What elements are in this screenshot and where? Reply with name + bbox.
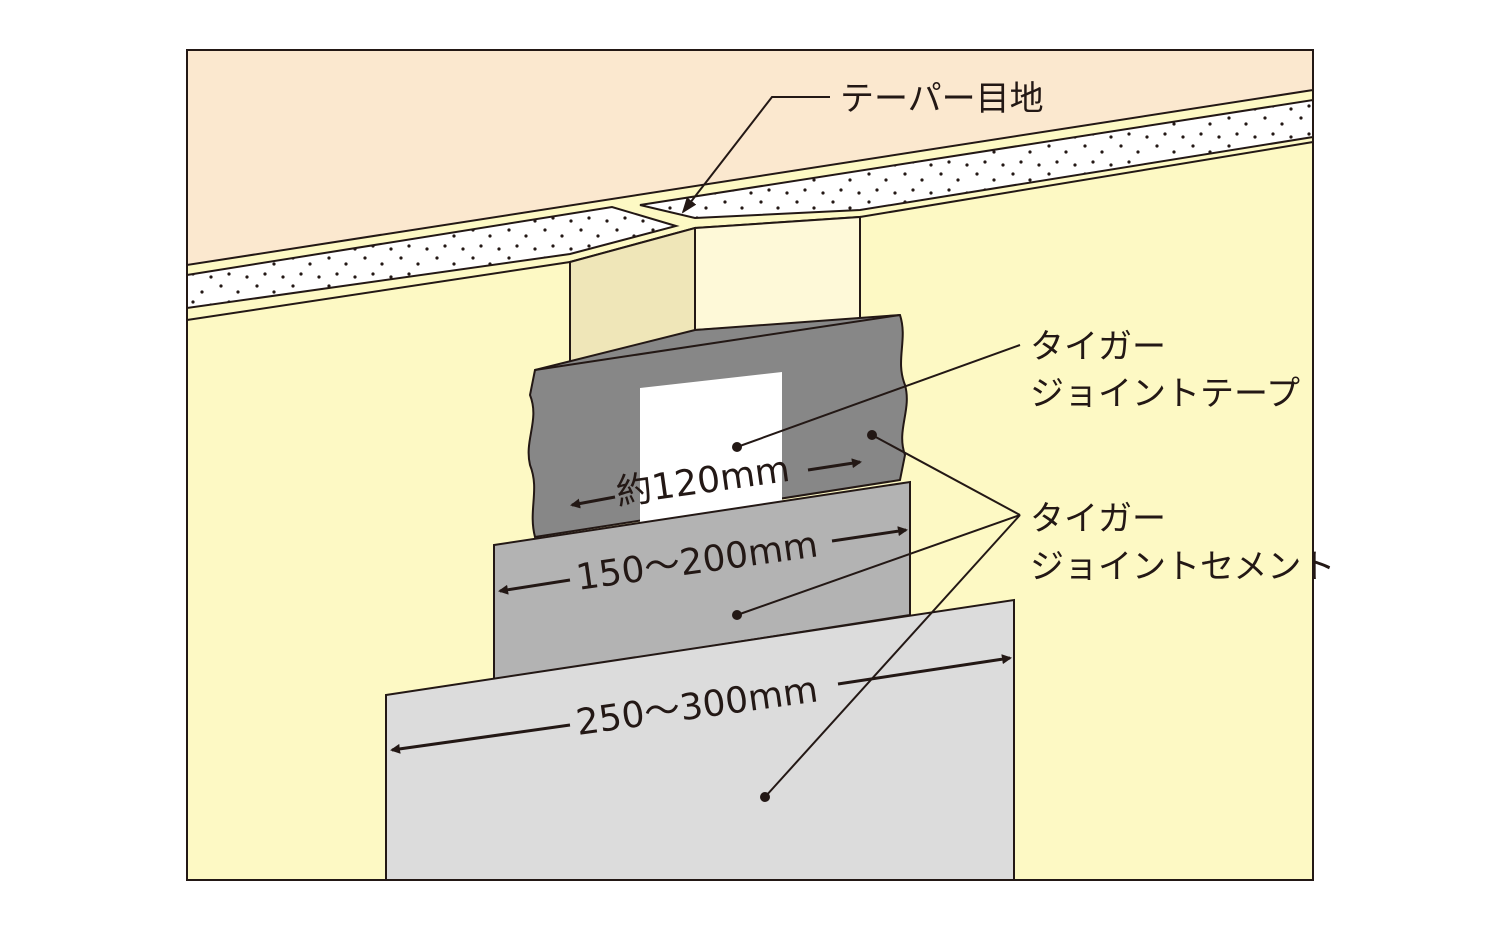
taper-joint-label: テーパー目地 — [840, 79, 1044, 119]
cement-leader-2 — [736, 514, 1021, 616]
cement-leader-1 — [871, 434, 1021, 516]
recess-right — [694, 215, 861, 332]
second-coat-arrow-left — [390, 723, 571, 754]
tape-width-arrow-right — [807, 458, 862, 472]
leader-dot — [760, 792, 770, 802]
left-board-dots — [187, 207, 676, 308]
tape-window — [640, 372, 782, 522]
tape-label-line1: タイガー — [1030, 327, 1166, 367]
frame — [186, 49, 1314, 881]
tape-fold-line — [534, 314, 901, 371]
cement-label-line2: ジョイントセメント — [1030, 547, 1335, 587]
tape-label-line2: ジョイントテープ — [1030, 374, 1300, 414]
right-board-dots — [640, 100, 1313, 218]
tape-leader-dot — [732, 442, 742, 452]
tape-leader — [736, 344, 1021, 448]
taper-joint-leader — [681, 96, 830, 214]
tape-width-arrow-left — [570, 495, 616, 509]
leader-dot — [732, 610, 742, 620]
cement-leader-3 — [764, 514, 1021, 798]
second-coat-arrow-right — [837, 654, 1012, 686]
first-coat-arrow-right — [831, 526, 908, 543]
first-coat-arrow-left — [498, 578, 571, 595]
cement-label-line1: タイガー — [1030, 499, 1166, 539]
leader-dot — [867, 430, 877, 440]
